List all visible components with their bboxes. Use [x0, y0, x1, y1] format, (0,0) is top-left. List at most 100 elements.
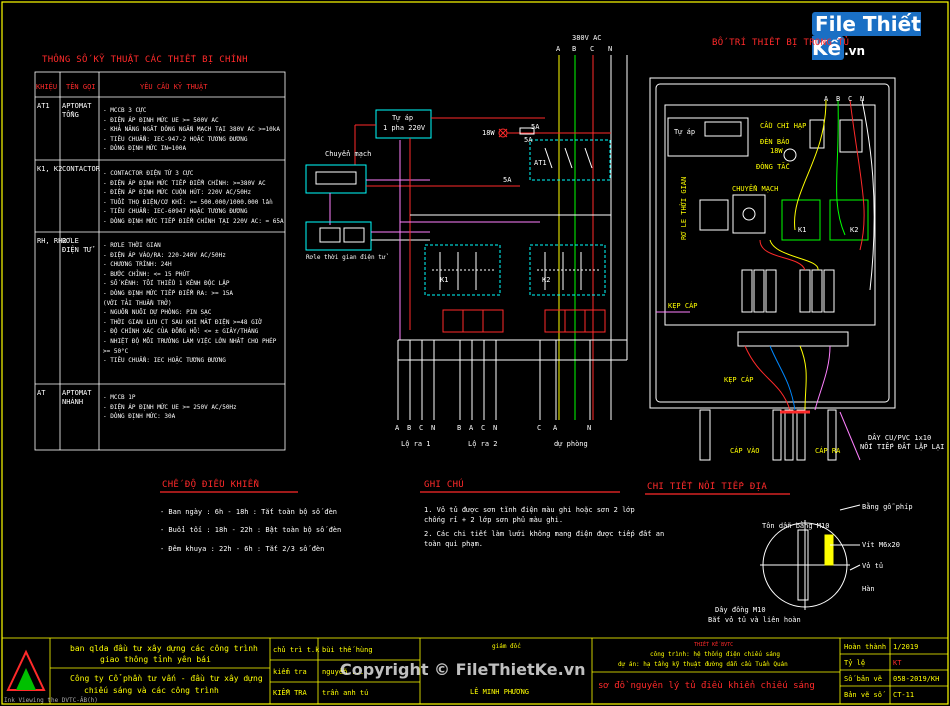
cab-k2: K2 [850, 226, 859, 234]
cabinet-layout [649, 77, 896, 461]
table-row-spec: - ĐIỆN ÁP ĐỊNH MỨC UE >= 250V AC/50Hz [103, 403, 237, 411]
outgoing-line-label: N [431, 424, 436, 432]
table-row-spec: - NGUỒN NUÔI DỰ PHÒNG: PIN SẠC [103, 309, 212, 317]
cab-relay: RƠ LE THỜI GIAN [680, 176, 688, 240]
table-row-spec: - ĐỘ CHÍNH XÁC CỦA ĐỒNG HỒ: <= ± GIÂY/TH… [103, 328, 259, 336]
note-line-2: chống rỉ + 2 lớp sơn phủ màu ghi. [424, 516, 564, 524]
note-line-4: toàn qui phạm. [424, 540, 484, 548]
outgoing-line-label: A [395, 424, 400, 432]
outgoing-line-label: C [481, 424, 486, 432]
tb-design-line-1: công trình: hệ thống điện chiếu sáng [650, 651, 781, 658]
tb-meta-value-3: 058-2019/KH [893, 675, 940, 683]
table-header-spec: YÊU CẦU KỸ THUẬT [140, 83, 208, 91]
cab-k1: K1 [798, 226, 807, 234]
phase-n-label: N [608, 45, 613, 53]
outgoing-line-label: A [553, 424, 558, 432]
table-row-spec: - ĐIỆN ÁP ĐỊNH MỨC CUỘN HÚT: 220V AC/50H… [103, 189, 252, 197]
tb-role-3: KIỂM TRA [273, 689, 307, 697]
cab-cau-chi: CẦU CHÌ HẠP [760, 122, 807, 130]
group-label-3: dự phòng [554, 440, 588, 448]
table-row-spec: - BƯỚC CHỈNH: <= 15 PHÚT [103, 270, 190, 278]
ground-label-4: Vỏ tủ [862, 562, 884, 570]
table-row-spec: - TIÊU CHUẨN: IEC HOẶC TƯƠNG ĐƯƠNG [103, 357, 226, 365]
cab-kep-cap-1: KẸP CÁP [668, 302, 698, 310]
tb-meta-label-4: Bản vẽ số [844, 691, 882, 699]
at1-label: AT1 [534, 159, 547, 167]
tb-director-label: giám đốc [492, 643, 521, 650]
table-row-spec: - DÒNG ĐỊNH MỨC: 30A [103, 413, 176, 421]
tb-meta-value-2: KT [893, 659, 902, 667]
cab-dong-tac: ĐÓNG TẮC [756, 163, 790, 171]
cab-den-bao-2: 18W [770, 147, 783, 155]
control-line-1: - Ban ngày : 6h - 18h : Tắt toàn bộ số đ… [160, 508, 338, 516]
table-header-code: KHIỆU [36, 83, 58, 91]
table-row-spec: - NHIỆT ĐỘ MÔI TRƯỜNG LÀM VIỆC LỚN NHẤT … [103, 338, 277, 345]
group-label-1: Lộ ra 1 [401, 440, 431, 448]
supply-label: 380V AC [572, 34, 602, 42]
ground-label-1: Tôn dẫn bằng M10 [762, 522, 830, 530]
table-row-code: AT [37, 389, 46, 397]
footer-note: Ink Viewing the DVTC-ÂB(h) [4, 697, 98, 704]
outgoing-line-label: B [457, 424, 462, 432]
cab-tu-ap: Tự áp [674, 128, 696, 136]
table-row-spec: - CONTACTOR ĐIỆN TỪ 3 CỰC [103, 170, 194, 177]
control-line-3: - Đêm khuya : 22h - 6h : Tắt 2/3 số đèn [160, 545, 325, 553]
table-row-code: AT1 [37, 102, 50, 110]
group-label-2: Lộ ra 2 [468, 440, 498, 448]
cab-phase-c: C [848, 95, 853, 103]
tb-design-label: THIẾT KẾ BVTC [694, 642, 734, 648]
tb-meta-label-3: Số bản vẽ [844, 675, 882, 683]
table-row-spec: - ĐIỆN ÁP ĐỊNH MỨC UE >= 500V AC [103, 116, 219, 124]
table-row-name: TỔNG [62, 111, 79, 119]
outgoing-line-label: N [587, 424, 592, 432]
cab-phase-n: N [860, 95, 865, 103]
fuse-label-1: 5A [531, 123, 540, 131]
note-line-3: 2. Các chi tiết làm lưới không mang điện… [424, 530, 665, 538]
tb-meta-value-1: 1/2019 [893, 643, 919, 651]
cab-phase-a: A [824, 95, 829, 103]
tb-director: LÊ MINH PHƯƠNG [470, 688, 530, 696]
filethietke-logo[interactable]: File Thiết Kế.vn [812, 12, 950, 60]
table-row-spec: - DÒNG ĐỊNH MỨC TIẾP ĐIỂM RA: >= 15A [103, 290, 234, 297]
k2-label: K2 [542, 276, 551, 284]
table-row-name: CONTACTOR [62, 165, 100, 173]
spec-table-title: THÔNG SỐ KỸ THUẬT CÁC THIẾT BỊ CHÍNH [42, 55, 248, 65]
outgoing-line-label: B [407, 424, 412, 432]
ground-label-7: Bắt vỏ tủ và liên hoàn [708, 616, 801, 624]
lamp-label: 18W [482, 129, 495, 137]
phase-c-label: C [590, 45, 595, 53]
outgoing-line-label: N [493, 424, 498, 432]
tb-design-line-2: dự án: hạ tầng kỹ thuật đường dẫn cầu Tu… [618, 661, 788, 668]
phase-b-label: B [572, 45, 577, 53]
cab-day-cu-1: DÂY CU/PVC 1x10 [868, 434, 932, 442]
table-row-spec: - TIÊU CHUẨN: IEC-60947 HOẶC TƯƠNG ĐƯƠNG [103, 208, 248, 216]
outgoing-line-label: C [537, 424, 542, 432]
logo-brand: File Thiết Kế [812, 12, 921, 60]
table-row-spec: >= 50°C [103, 347, 129, 355]
table-row-name: RƠLE [62, 237, 79, 245]
ground-label-3: Vít M6x20 [862, 541, 900, 549]
control-line-2: - Buổi tối : 18h - 22h : Bật toàn bộ số … [160, 526, 342, 534]
tb-company-2: chiếu sáng và các công trình [84, 686, 219, 695]
outgoing-line-label: A [469, 424, 474, 432]
title-block-grid [1, 637, 949, 705]
table-row-code: RH, RH2 [37, 237, 67, 245]
table-row-spec: (VỚI TẢI THUẦN TRỞ) [103, 299, 172, 307]
spec-table-grid [34, 71, 286, 451]
ground-label-6: Dây đồng M10 [715, 606, 766, 614]
cab-kep-cap-2: KẸP CÁP [724, 376, 754, 384]
cab-den-bao-1: ĐÈN BÁO [760, 138, 790, 146]
table-row-spec: - KHẢ NĂNG NGẮT DÒNG NGẮN MẠCH TẠI 380V … [103, 126, 281, 134]
table-row-spec: - MCCB 3 CỰC [103, 107, 147, 114]
relay-label: Rơle thời gian điện tử [306, 254, 386, 261]
tb-role-2: kiểm tra [273, 668, 307, 676]
table-row-spec: - CHƯƠNG TRÌNH: 24H [103, 261, 172, 269]
table-row-spec: - SỐ KÊNH: TỐI THIỂU 1 KÊNH ĐỘC LẬP [103, 280, 230, 288]
transformer-label-2: 1 pha 220V [383, 124, 426, 132]
cabinet-title: BỐ TRÍ THIẾT BỊ TRONG TỦ [712, 38, 850, 48]
fuse-label-3: 5A [503, 176, 512, 184]
company-logo-mark [6, 649, 46, 691]
cab-day-cu-2: NỐI TIẾP ĐẤT LẶP LẠI [860, 443, 945, 451]
table-row-spec: - RƠLE THỜI GIAN [103, 242, 161, 249]
table-row-name: APTOMAT [62, 102, 92, 110]
